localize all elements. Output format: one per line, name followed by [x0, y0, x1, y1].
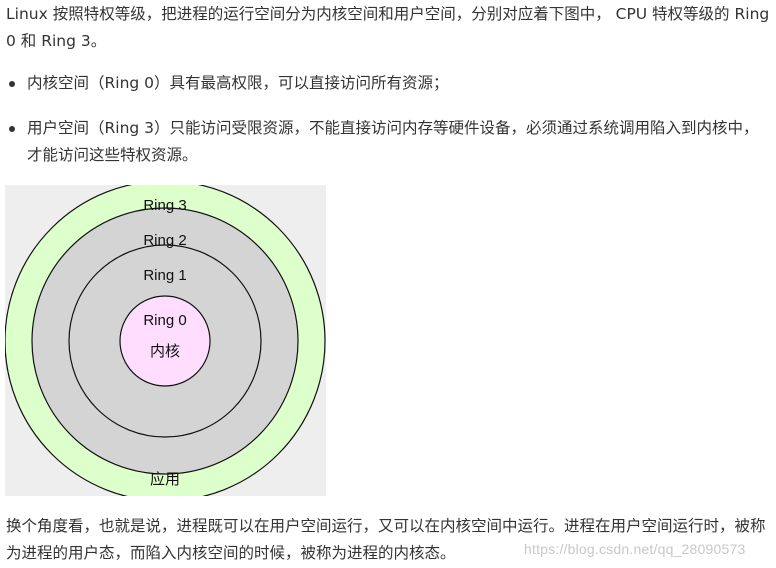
watermark: https://blog.csdn.net/qq_28090573 — [524, 541, 746, 557]
kernel-label: 内核 — [150, 342, 180, 360]
intro-paragraph: Linux 按照特权等级，把进程的运行空间分为内核空间和用户空间，分别对应着下图… — [6, 5, 770, 50]
list-item-text: 用户空间（Ring 3）只能访问受限资源，不能直接访问内存等硬件设备，必须通过系… — [27, 119, 759, 164]
bullet-dot — [9, 126, 15, 132]
ring0-label: Ring 0 — [143, 312, 186, 329]
list-item: 内核空间（Ring 0）具有最高权限，可以直接访问所有资源； — [6, 70, 774, 97]
rings-svg: Ring 3 Ring 2 Ring 1 Ring 0 内核 应用 — [5, 185, 326, 496]
list-item-text: 内核空间（Ring 0）具有最高权限，可以直接访问所有资源； — [27, 74, 449, 92]
list-item: 用户空间（Ring 3）只能访问受限资源，不能直接访问内存等硬件设备，必须通过系… — [6, 115, 774, 169]
ring3-label: Ring 3 — [143, 197, 186, 214]
bullet-dot — [9, 81, 15, 87]
ring1-label: Ring 1 — [143, 267, 186, 284]
ring2-label: Ring 2 — [143, 232, 186, 249]
privilege-rings-diagram: Ring 3 Ring 2 Ring 1 Ring 0 内核 应用 — [5, 185, 326, 496]
app-label: 应用 — [150, 470, 180, 488]
outro-paragraph: 换个角度看，也就是说，进程既可以在用户空间运行，又可以在内核空间中运行。进程在用… — [6, 517, 766, 562]
ring0-circle — [119, 295, 211, 387]
